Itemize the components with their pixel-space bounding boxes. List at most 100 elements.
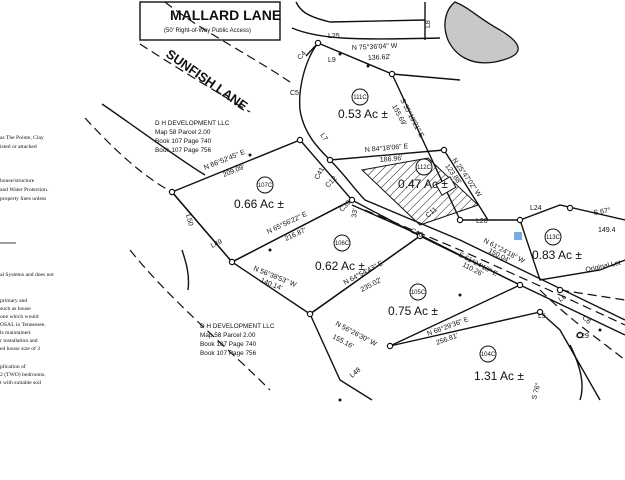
svg-text:2 (TWO) bedrooms.: 2 (TWO) bedrooms.	[0, 371, 46, 378]
lot-line-l20	[460, 204, 625, 221]
lot-113c: 113C 0.83 Ac ±	[532, 228, 582, 262]
lot112-right	[443, 149, 489, 221]
svg-text:ed house size of 3: ed house size of 3	[0, 345, 40, 352]
svg-text:113C: 113C	[546, 235, 561, 241]
svg-text:C40: C40	[409, 227, 424, 239]
sunfish-edge-a	[139, 43, 251, 113]
svg-text:al Systems and does not: al Systems and does not	[0, 272, 54, 278]
mallard-lane-label-box	[139, 1, 281, 41]
svg-text:primary and: primary and	[0, 298, 27, 304]
svg-text:L24: L24	[530, 205, 542, 212]
line-dots	[248, 52, 602, 402]
svg-text:Book 107 Page 756: Book 107 Page 756	[200, 350, 257, 357]
acre-112c: 0.47 Ac ±	[398, 177, 448, 191]
svg-text:186.96': 186.96'	[380, 155, 403, 164]
lot104-left-edge	[309, 313, 373, 401]
lot-105c: 105C 0.75 Ac ±	[388, 283, 438, 318]
svg-text:L50: L50	[184, 214, 194, 227]
svg-text:such as house: such as house	[0, 306, 31, 312]
svg-text:plication of: plication of	[0, 363, 26, 370]
svg-text:149.4: 149.4	[598, 227, 616, 234]
building-small	[435, 176, 457, 196]
right-dash-1	[559, 289, 625, 301]
road-corridor-dash	[364, 209, 625, 326]
svg-text:one which would: one which would	[0, 314, 39, 320]
survey-pins	[168, 39, 584, 350]
svg-text:L9: L9	[328, 57, 336, 64]
svg-text:112C: 112C	[417, 165, 432, 171]
bearings: N 75°36'04" W 136.62' S 35°10'21" E 155.…	[203, 42, 616, 401]
svg-text:ls maintained.: ls maintained.	[0, 330, 32, 336]
mallard-lane-sub: (50' Right-of-Way Public Access)	[164, 28, 251, 34]
svg-text:C5: C5	[290, 90, 299, 97]
svg-text:OSAL in Tennessee.: OSAL in Tennessee.	[0, 322, 46, 328]
svg-text:235.02': 235.02'	[360, 277, 383, 294]
lot104-boundary	[389, 311, 601, 401]
svg-text:136.62': 136.62'	[368, 54, 391, 62]
svg-text:L49: L49	[210, 238, 224, 249]
selection-marker[interactable]	[514, 232, 522, 240]
lot-111c: 111C 0.53 Ac ±	[338, 88, 388, 121]
outer-dash-lower-left	[129, 249, 271, 391]
svg-text:and Water Protection.: and Water Protection.	[0, 187, 49, 193]
lot113-boundary	[519, 219, 625, 281]
svg-text:S 67°: S 67°	[593, 206, 612, 217]
mallard-lane-label: MALLARD LANE	[170, 7, 281, 23]
svg-text:Book 107 Page 756: Book 107 Page 756	[155, 147, 212, 154]
svg-text:106C: 106C	[335, 241, 350, 247]
svg-text:C4: C4	[296, 50, 307, 61]
road-edge-left	[164, 1, 291, 83]
outer-dash-right	[539, 289, 625, 361]
pond-outline	[444, 1, 519, 64]
svg-text:L20: L20	[476, 218, 488, 225]
svg-text:33': 33'	[351, 208, 359, 218]
lot112-top	[329, 149, 445, 161]
svg-text:L7: L7	[318, 132, 328, 142]
svg-text:105C: 105C	[411, 290, 426, 296]
svg-text:C12: C12	[324, 175, 338, 189]
boundary-upper-road	[298, 42, 331, 161]
svg-text:D H DEVELOPMENT LLC: D H DEVELOPMENT LLC	[200, 323, 275, 330]
svg-text:Book 107 Page 740: Book 107 Page 740	[200, 341, 257, 348]
svg-text:S 76°: S 76°	[530, 382, 542, 401]
acre-106c: 0.62 Ac ±	[315, 259, 365, 273]
svg-text:L25: L25	[328, 33, 340, 40]
svg-text:N 84°18'06" E: N 84°18'06" E	[364, 142, 408, 154]
left-notes: as The Pointe, Clay isted or attached ho…	[0, 135, 54, 386]
svg-text:L6: L6	[558, 294, 568, 304]
svg-text:104C: 104C	[481, 352, 496, 358]
sunfish-lane-label: SUNFISH LANE	[163, 46, 251, 114]
acre-107c: 0.66 Ac ±	[234, 197, 284, 211]
road-edge-mid	[291, 27, 441, 40]
owner-block-lower: D H DEVELOPMENT LLC Map 58 Parcel 2.00 B…	[200, 323, 275, 357]
svg-text:L48: L48	[349, 367, 363, 380]
svg-text:t with suitable soil: t with suitable soil	[0, 380, 42, 386]
building-hatch	[360, 157, 479, 226]
sunfish-edge-b	[101, 103, 206, 176]
acre-111c: 0.53 Ac ±	[338, 107, 388, 121]
svg-text:155.16': 155.16'	[331, 334, 354, 351]
lot105-boundary	[309, 235, 522, 347]
lot-107c: 107C 0.66 Ac ±	[234, 176, 284, 211]
svg-text:L5: L5	[538, 313, 546, 320]
road-edge-top	[295, 1, 426, 23]
svg-text:111C: 111C	[353, 95, 367, 101]
lot-112c: 112C 0.47 Ac ±	[398, 158, 448, 191]
svg-text:property lines unless: property lines unless	[0, 196, 46, 202]
outer-dash-left	[84, 117, 173, 193]
svg-text:Book 107 Page 740: Book 107 Page 740	[155, 138, 212, 145]
svg-text:isted or attached: isted or attached	[0, 144, 37, 150]
label-l8: L8	[425, 20, 432, 28]
acre-104c: 1.31 Ac ±	[474, 369, 524, 383]
svg-text:C29: C29	[576, 333, 589, 340]
svg-text:C6: C6	[581, 314, 592, 325]
acre-105c: 0.75 Ac ±	[388, 304, 438, 318]
svg-text:house/structure: house/structure	[0, 178, 35, 184]
svg-text:Map 58 Parcel 2.00: Map 58 Parcel 2.00	[200, 332, 256, 339]
lot-106c: 106C 0.62 Ac ±	[315, 234, 365, 273]
svg-text:D H DEVELOPMENT LLC: D H DEVELOPMENT LLC	[155, 120, 230, 127]
svg-text:N 75°36'04" W: N 75°36'04" W	[352, 42, 398, 52]
lot106-boundary	[231, 199, 422, 315]
svg-text:Original Lot: Original Lot	[585, 260, 622, 274]
